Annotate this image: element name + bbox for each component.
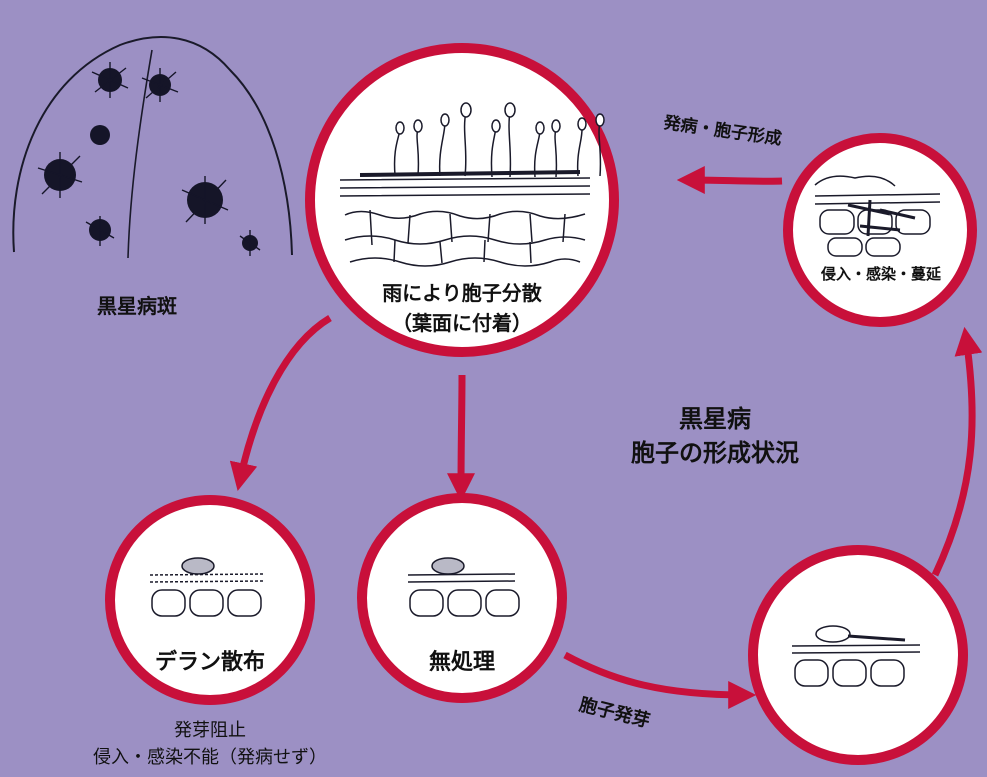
arrow-untreated-to-germination — [563, 651, 757, 709]
delan-effect-line2: 侵入・感染不能（発病せず） — [93, 747, 327, 768]
lesion-spots — [44, 68, 258, 251]
delan-effect-line1: 発芽阻止 — [174, 720, 246, 741]
infection-label: 侵入・感染・蔓延 — [820, 265, 941, 283]
untreated-illustration — [407, 557, 520, 617]
germination-illustration — [791, 625, 921, 687]
leaf-caption: 黒星病斑 — [97, 294, 177, 318]
conidiophore-illustration — [339, 102, 605, 267]
circle-infection — [783, 133, 977, 327]
arrow-infection-to-spread — [676, 166, 783, 195]
lesion-hyphae — [37, 62, 261, 256]
arrow-germination-to-infection — [931, 326, 983, 577]
delan-effect: 発芽阻止 侵入・感染不能（発病せず） — [40, 717, 380, 771]
circle-untreated — [357, 493, 567, 703]
spore-spread-label: 雨により胞子分散 （葉面に付着） — [352, 278, 572, 338]
cycle-arrows — [229, 166, 983, 709]
spore-spread-line2: （葉面に付着） — [392, 311, 532, 335]
circle-delan — [105, 495, 315, 705]
arrow-spread-to-untreated — [447, 374, 476, 502]
arrow-spread-to-delan — [229, 315, 332, 491]
delan-label: デラン散布 — [154, 650, 265, 675]
delan-illustration — [149, 557, 266, 617]
center-title-line1: 黒星病 — [679, 405, 751, 433]
infection-illustration — [814, 175, 941, 257]
center-title-line2: 胞子の形成状況 — [631, 439, 799, 467]
untreated-label: 無処理 — [428, 650, 495, 675]
center-title: 黒星病 胞子の形成状況 — [590, 402, 840, 470]
circle-germination — [748, 545, 968, 765]
spore-spread-line1: 雨により胞子分散 — [382, 281, 542, 305]
leaf-icon — [12, 36, 293, 259]
